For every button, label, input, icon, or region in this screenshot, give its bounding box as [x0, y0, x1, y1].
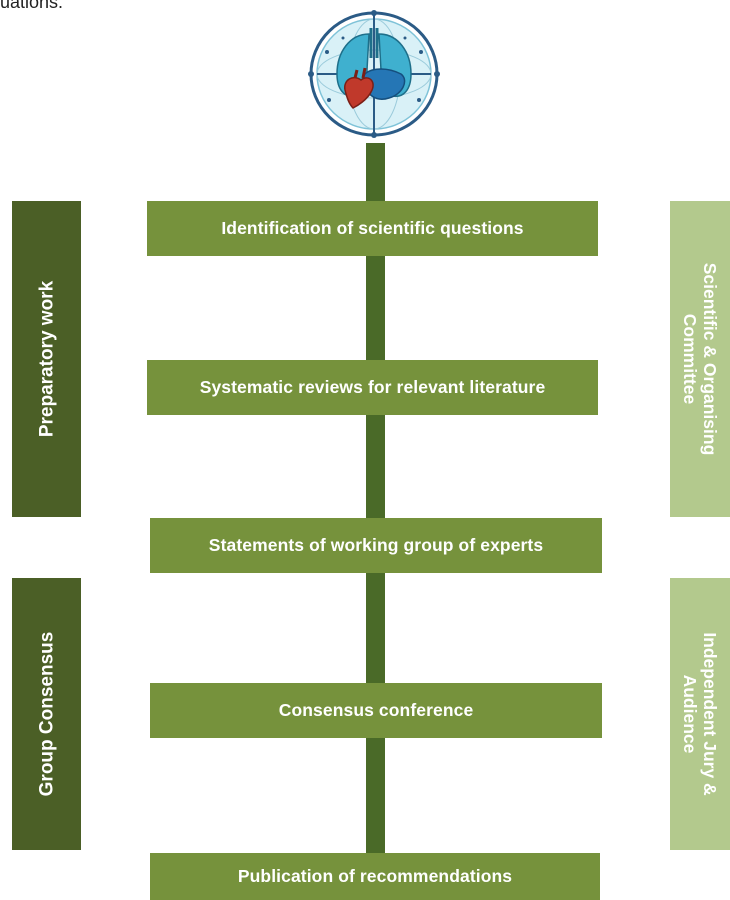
panel-scientific-committee-line-2: Committee: [680, 313, 700, 405]
timeline-stem: [366, 143, 385, 855]
panel-independent-jury-line-1: Independent Jury &: [700, 632, 720, 796]
cut-off-text: uations.: [0, 0, 64, 12]
panel-scientific-committee: Scientific & Organising Committee: [670, 201, 730, 517]
panel-group-consensus: Group Consensus: [12, 578, 81, 850]
panel-independent-jury: Independent Jury & Audience: [670, 578, 730, 850]
step-publication: Publication of recommendations: [150, 853, 600, 900]
step-consensus-conference: Consensus conference: [150, 683, 602, 738]
panel-scientific-committee-label: Scientific & Organising Committee: [680, 263, 720, 456]
panel-preparatory-work: Preparatory work: [12, 201, 81, 517]
panel-scientific-committee-line-1: Scientific & Organising: [700, 262, 720, 456]
panel-preparatory-work-label: Preparatory work: [36, 280, 57, 438]
panel-independent-jury-label: Independent Jury & Audience: [680, 632, 720, 795]
step-systematic-reviews: Systematic reviews for relevant literatu…: [147, 360, 598, 415]
step-identification: Identification of scientific questions: [147, 201, 598, 256]
step-statements: Statements of working group of experts: [150, 518, 602, 573]
organs-globe-logo: [308, 10, 440, 138]
panel-independent-jury-line-2: Audience: [680, 674, 700, 754]
panel-group-consensus-label: Group Consensus: [36, 631, 57, 797]
